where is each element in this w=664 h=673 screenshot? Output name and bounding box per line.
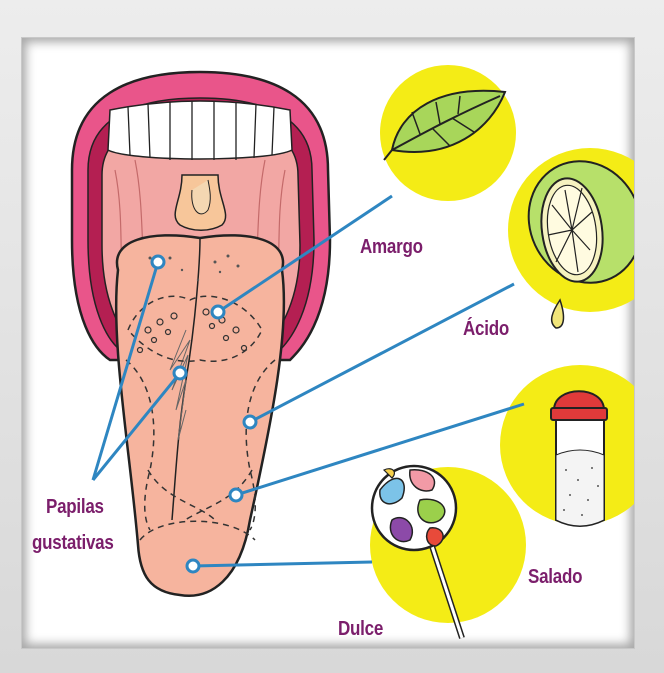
amargo-label: Amargo xyxy=(360,236,423,259)
salado-label: Salado xyxy=(528,566,582,589)
tongue-diagram xyxy=(22,38,634,648)
papilas-label-line2: gustativas xyxy=(32,532,114,555)
dulce-label: Dulce xyxy=(338,618,383,641)
tongue xyxy=(116,235,284,595)
diagram-canvas: Amargo Ácido Salado Dulce Papilas gustat… xyxy=(22,38,634,648)
acido-label: Ácido xyxy=(463,318,509,341)
salt-shaker-icon xyxy=(551,391,607,526)
papilas-label-line1: Papilas xyxy=(46,496,104,519)
